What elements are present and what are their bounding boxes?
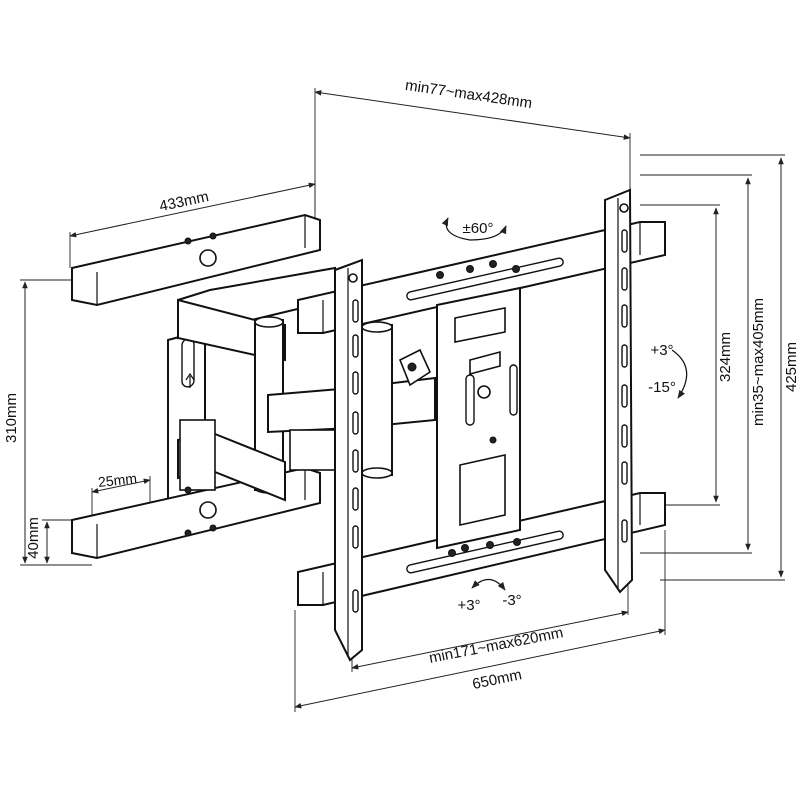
slot-gap-label: 25mm bbox=[97, 470, 137, 490]
curved-double-arrow-icon bbox=[441, 217, 507, 241]
tilt-up-label: +3° bbox=[650, 342, 673, 359]
level-minus-label: -3° bbox=[502, 592, 521, 609]
dimension-lines bbox=[20, 88, 785, 712]
level-plus-label: +3° bbox=[457, 597, 480, 614]
inner-height-label: 324mm bbox=[717, 332, 734, 382]
total-width-label: 650mm bbox=[471, 666, 523, 693]
wall-plate-width-label: 433mm bbox=[158, 188, 210, 215]
arm-extension-label: min77~max428mm bbox=[404, 77, 533, 112]
curved-double-arrow-icon bbox=[471, 578, 506, 591]
horizontal-range-label: min171~max620mm bbox=[428, 624, 565, 667]
swivel-label: ±60° bbox=[463, 220, 494, 237]
total-height-label: 425mm bbox=[783, 342, 800, 392]
tv-bracket bbox=[297, 188, 666, 662]
tilt-down-label: -15° bbox=[648, 379, 676, 396]
rail-height-label: 40mm bbox=[25, 517, 42, 559]
wall-plate-height-label: 310mm bbox=[3, 393, 20, 443]
curved-arrow-icon bbox=[671, 349, 688, 399]
vertical-range-label: min35~max405mm bbox=[750, 298, 767, 426]
